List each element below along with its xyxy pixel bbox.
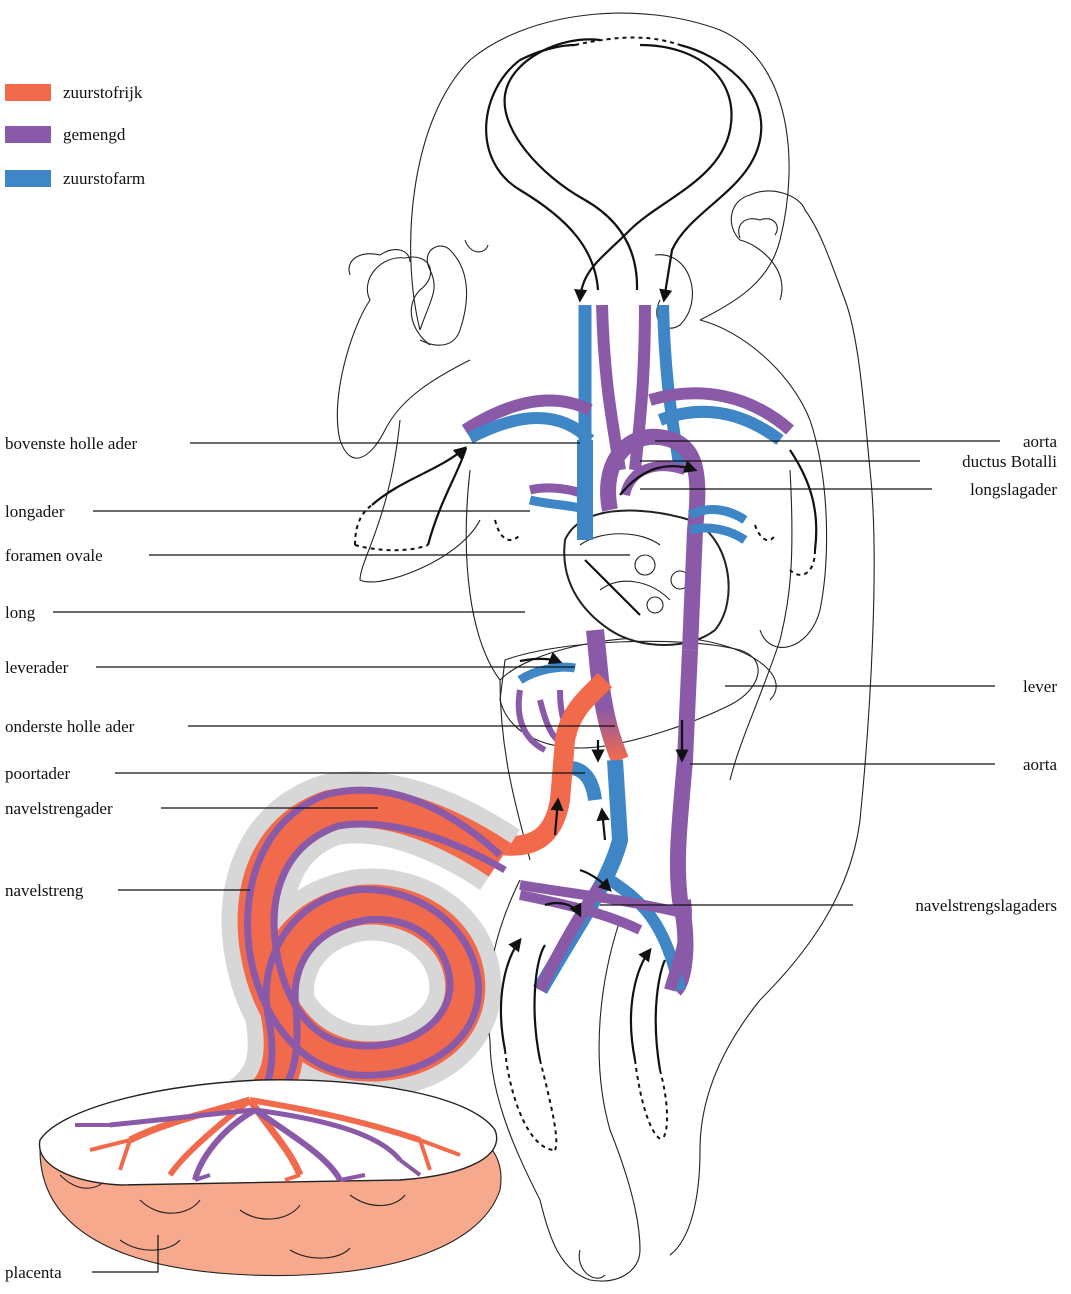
legend-swatch-oxygen-rich [5, 84, 51, 101]
trunk-vessels [500, 630, 690, 990]
label-ductus-botalli: ductus Botalli [962, 452, 1057, 471]
legend-swatch-mixed [5, 126, 51, 143]
legend-swatch-oxygen-poor [5, 170, 51, 187]
label-navelstrengslagaders: navelstrengslagaders [915, 896, 1057, 915]
label-placenta: placenta [5, 1263, 62, 1282]
label-navelstreng: navelstreng [5, 881, 84, 900]
legend-label-mixed: gemengd [63, 125, 126, 144]
label-aorta-top: aorta [1023, 432, 1057, 451]
legend-label-oxygen-poor: zuurstofarm [63, 169, 145, 188]
label-longader: longader [5, 502, 65, 521]
label-bovenste-holle-ader: bovenste holle ader [5, 434, 138, 453]
label-navelstrengader: navelstrengader [5, 799, 113, 818]
right-leader-lines [600, 441, 1000, 905]
label-long: long [5, 603, 36, 622]
umbilical-cord [240, 790, 505, 1120]
legend-label-oxygen-rich: zuurstofrijk [63, 83, 143, 102]
label-longslagader: longslagader [970, 480, 1057, 499]
label-onderste-holle-ader: onderste holle ader [5, 717, 135, 736]
label-foramen-ovale: foramen ovale [5, 546, 103, 565]
label-leverader: leverader [5, 658, 69, 677]
placenta [40, 1080, 501, 1276]
label-poortader: poortader [5, 764, 70, 783]
label-aorta-bottom: aorta [1023, 755, 1057, 774]
right-labels: aorta ductus Botalli longslagader lever … [915, 432, 1057, 915]
legend: zuurstofrijk gemengd zuurstofarm [5, 83, 145, 188]
label-lever: lever [1023, 677, 1057, 696]
head-circulation-arrows [486, 38, 761, 301]
